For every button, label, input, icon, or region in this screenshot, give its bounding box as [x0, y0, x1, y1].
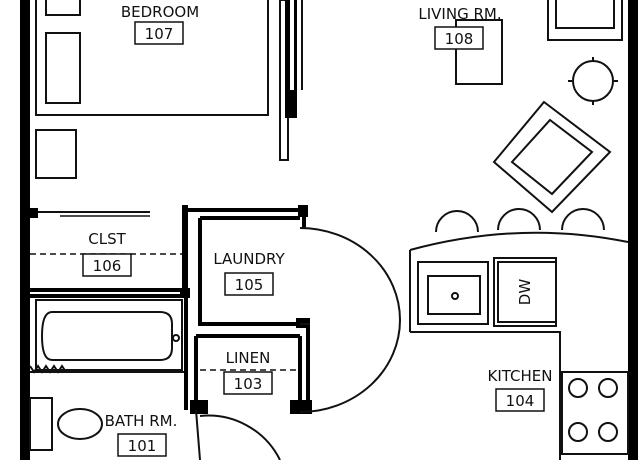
toilet	[29, 397, 103, 451]
bathtub	[35, 299, 183, 371]
bath-door	[195, 409, 281, 460]
living-furniture	[455, 0, 623, 214]
room-label-closet: CLST	[88, 230, 126, 248]
room-label-bath: BATH RM.	[105, 412, 178, 430]
room-number-bedroom: 107	[145, 25, 174, 43]
bedroom-living-partition	[279, 0, 303, 161]
room-number-bath: 101	[128, 437, 157, 455]
room-number-kitchen: 104	[506, 392, 535, 410]
bed	[35, 0, 269, 116]
shower-curtain	[29, 364, 184, 374]
room-label-kitchen: KITCHEN	[488, 367, 553, 385]
room-label-bedroom: BEDROOM	[121, 3, 199, 21]
room-labels: BEDROOM 107 LIVING RM. 108 CLST 106 LAUN…	[82, 3, 553, 457]
range	[561, 371, 629, 455]
room-number-linen: 103	[234, 375, 263, 393]
room-number-laundry: 105	[235, 276, 264, 294]
exterior-walls	[20, 0, 638, 460]
nightstand	[35, 129, 77, 179]
room-number-living: 108	[445, 30, 474, 48]
room-label-linen: LINEN	[226, 349, 271, 367]
laundry-door	[299, 227, 401, 413]
bar-stools	[435, 208, 605, 233]
room-number-closet: 106	[93, 257, 122, 275]
closet-door	[30, 208, 150, 218]
kitchen-counter	[409, 231, 629, 460]
dishwasher-label: DW	[516, 279, 534, 306]
room-label-living: LIVING RM.	[418, 5, 501, 23]
room-label-laundry: LAUNDRY	[213, 250, 285, 268]
